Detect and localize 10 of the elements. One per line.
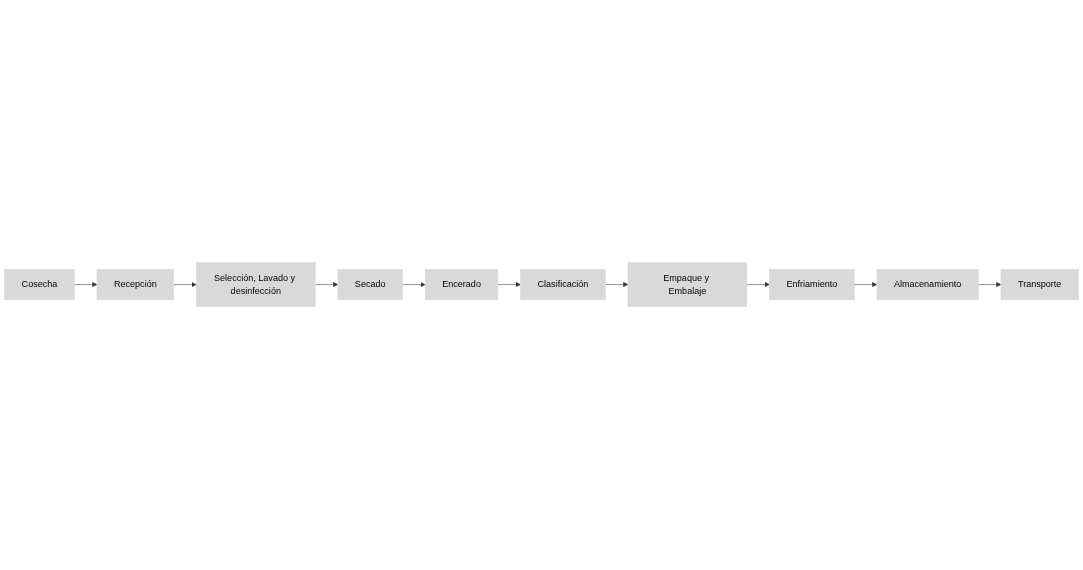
node-box: Selección, Lavado y desinfección — [196, 262, 316, 308]
node-box: Encerado — [424, 269, 499, 301]
node-box: Enfriamiento — [769, 269, 855, 301]
node-box: Transporte — [1000, 269, 1079, 301]
node-box: Empaque y Embalaje — [627, 262, 748, 308]
node-box: Recepción — [96, 269, 174, 301]
node-box: Clasificación — [520, 269, 606, 301]
node-box: Almacenamiento — [876, 269, 979, 301]
node-box: Secado — [337, 269, 403, 301]
node-box: Cosecha — [4, 269, 75, 301]
